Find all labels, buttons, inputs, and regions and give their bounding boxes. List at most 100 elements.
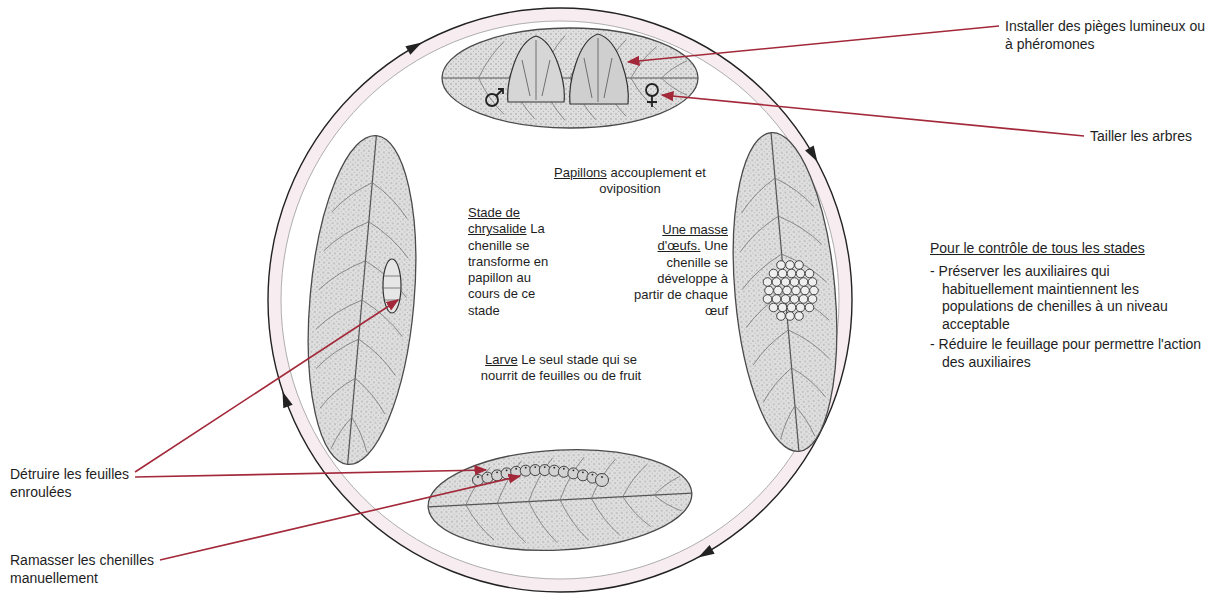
egg (787, 269, 796, 278)
stage-description: Larve Le seul stade qui se nourrit de fe… (466, 352, 656, 385)
egg (763, 295, 772, 304)
control-callout: Installer des pièges lumineux ou à phéro… (1005, 18, 1205, 53)
leader-line (628, 26, 999, 62)
egg (792, 286, 801, 295)
stage-description: Stade de chrysalide La chenille se trans… (468, 205, 566, 319)
cycle-arrowhead (405, 43, 421, 55)
control-callout: Tailler les arbres (1090, 128, 1205, 146)
egg (778, 269, 787, 278)
leaf-texture (721, 128, 849, 455)
egg (772, 295, 781, 304)
egg (769, 269, 778, 278)
caterpillar-dot (515, 468, 517, 470)
egg (808, 295, 817, 304)
egg (796, 269, 805, 278)
egg (777, 312, 786, 321)
egg (778, 303, 787, 312)
chrysalis-rings (383, 276, 401, 300)
egg (795, 312, 804, 321)
egg (781, 278, 790, 287)
female-moth (570, 34, 629, 104)
caterpillar-dot (582, 471, 584, 473)
egg (799, 295, 808, 304)
leaf-texture (426, 443, 695, 557)
male-moth (508, 36, 565, 102)
leaf (296, 131, 428, 469)
caterpillar (473, 465, 609, 487)
egg (783, 286, 792, 295)
egg (769, 303, 778, 312)
leaf (426, 443, 695, 557)
egg (781, 295, 790, 304)
list-item: - Réduire le feuillage pour permettre l'… (930, 336, 1204, 371)
caterpillar-dot (496, 471, 498, 473)
outer-ring (268, 8, 852, 592)
egg (786, 312, 795, 321)
leaf-vein (738, 213, 822, 252)
female-symbol (646, 84, 658, 107)
leaf-vein (750, 327, 829, 366)
egg (805, 269, 814, 278)
leaf-vein (331, 416, 370, 452)
egg (799, 278, 808, 287)
leaf-vein (320, 375, 388, 414)
stage-text: accouplement et oviposition (599, 165, 706, 196)
caterpillar-dot (544, 466, 546, 468)
male-symbol (486, 89, 503, 106)
egg (790, 278, 799, 287)
cycle-arrowhead (283, 391, 293, 408)
leaf-vein (760, 365, 825, 402)
list-item: - Préserver les auxiliaires qui habituel… (930, 263, 1204, 333)
egg (786, 261, 795, 270)
caterpillar-dot (553, 467, 555, 469)
cycle-ring (268, 8, 852, 592)
control-callout: Ramasser les chenilles manuellement (10, 552, 188, 587)
insects (383, 34, 818, 487)
leaf-blade (296, 131, 428, 469)
control-callout: Détruire les feuilles enroulées (10, 466, 175, 501)
leaf-blade (721, 128, 849, 455)
leaf-vein (621, 464, 651, 528)
chrysalis (383, 259, 401, 313)
egg (808, 278, 817, 287)
moth-wing-lines (522, 40, 550, 100)
egg (790, 295, 799, 304)
cycle-arrowhead (698, 545, 714, 557)
leader-line (662, 95, 1084, 136)
egg (763, 278, 772, 287)
stage-heading: Papillons (554, 165, 607, 180)
leaf-vein (778, 404, 815, 439)
caterpillar-dot (572, 469, 574, 471)
egg (787, 303, 796, 312)
leaf-vein (739, 250, 826, 289)
leaf-vein (332, 179, 410, 218)
leader-line (135, 300, 398, 472)
caterpillar-dot (525, 467, 527, 469)
leader-line (160, 476, 520, 560)
stage-heading: Stade de chrysalide (468, 205, 527, 236)
egg (810, 286, 819, 295)
caterpillar-segment (492, 470, 503, 481)
leaf-blade (442, 28, 698, 128)
leaf-vein (316, 336, 398, 376)
leaf-vein (661, 61, 687, 95)
leaf-texture (296, 131, 428, 469)
leaf-vein (589, 459, 619, 537)
caterpillar-dot (563, 468, 565, 470)
leaf-vein (464, 467, 494, 541)
egg (796, 303, 805, 312)
egg (772, 278, 781, 287)
caterpillar-segment (596, 474, 609, 487)
leaf-vein (324, 218, 412, 258)
egg-mass (763, 261, 818, 321)
leaf (442, 28, 698, 128)
leaf-blade (426, 443, 695, 557)
egg (801, 286, 810, 295)
leader-line (135, 470, 486, 477)
leaf-vein (631, 47, 657, 110)
caterpillar-dot (601, 476, 603, 478)
caterpillar-dot (506, 469, 508, 471)
leaf (721, 128, 849, 455)
egg (765, 286, 774, 295)
